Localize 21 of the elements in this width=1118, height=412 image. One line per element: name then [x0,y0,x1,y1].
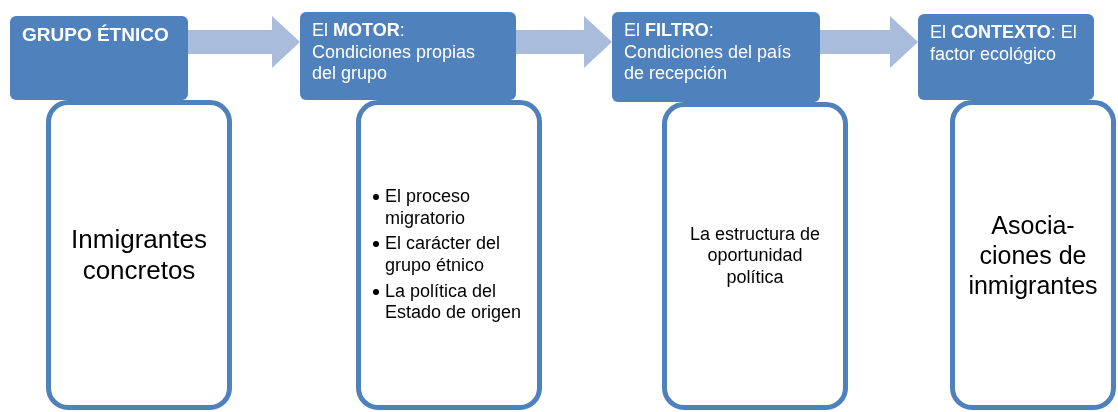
content-card [662,102,848,410]
header-text: El FILTRO: Condiciones del país de recepción [624,20,793,85]
card-text: Asocia- ciones de inmigrantes [967,210,1099,300]
content-card [46,100,232,410]
block-arrow [516,16,612,68]
header-text: El CONTEXTO: El factor ecológico [930,22,1078,66]
content-card [356,100,542,410]
card-text: La estructura de oportunidad política [688,223,822,289]
header-box [300,12,516,100]
content-card [950,100,1116,410]
block-arrow [188,16,300,68]
block-arrow [820,16,918,68]
header-box [612,12,820,102]
card-text: Inmigrantes concretos [70,223,208,287]
header-box [918,14,1094,100]
bullet-text: La política del Estado de origen [385,280,523,324]
header-text: GRUPO ÉTNICO [22,24,170,47]
header-box [10,16,188,100]
bullet-text: El carácter del grupo étnico [385,233,502,277]
bullet-text: El proceso migratorio [385,186,472,230]
header-text: El MOTOR: Condiciones propias del grupo [312,20,477,85]
